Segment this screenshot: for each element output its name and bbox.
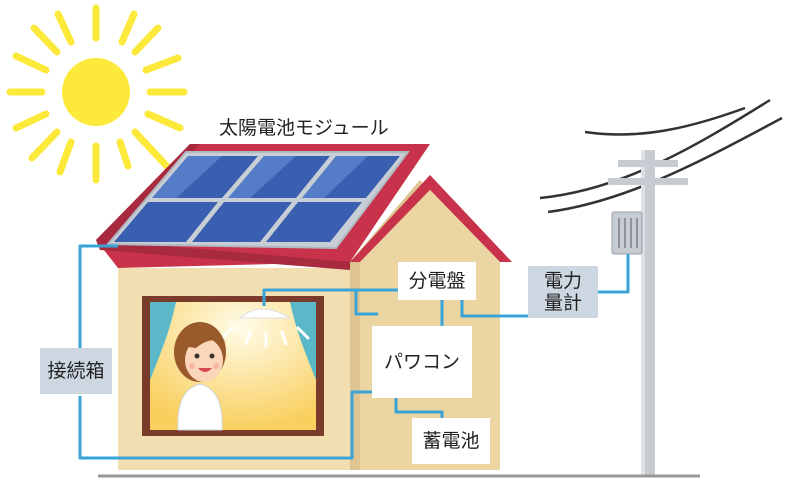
wire-pcs-to-battery [394, 398, 444, 418]
sun-rays [6, 4, 188, 184]
meter-label: 電力 量計 [528, 266, 598, 318]
meter-box-bg [528, 266, 598, 318]
curtain-left [150, 302, 176, 380]
meter-text-line1: 電力 [543, 269, 582, 292]
house-gable [350, 175, 512, 262]
sun [6, 4, 188, 184]
battery-text: 蓄電池 [422, 429, 480, 452]
utility-pole [608, 150, 688, 476]
lamp-icon [238, 308, 292, 319]
wire-board-to-meter [460, 300, 528, 318]
junction-box-text: 接続箱 [47, 359, 105, 382]
solar-panel-cell [114, 202, 218, 242]
pcs-box-bg [372, 326, 472, 398]
distribution-board-label: 分電盤 [398, 262, 476, 300]
power-conditioner-text: パワコン [383, 350, 460, 373]
power-conditioner-label: パワコン [372, 326, 472, 398]
junction-box-bg [40, 348, 112, 394]
wire-meter-to-pole [598, 254, 630, 294]
junction-box-label: 接続箱 [40, 348, 112, 394]
meter-text-line2: 量計 [543, 292, 582, 314]
solar-panel-cell [266, 202, 362, 242]
board-box-bg [398, 262, 476, 300]
window [142, 296, 324, 436]
battery-label: 蓄電池 [412, 418, 490, 464]
person-figure [174, 322, 226, 431]
module-label: 太陽電池モジュール [219, 117, 389, 139]
sun-disc [62, 58, 130, 126]
wire-panel-to-junction [78, 244, 118, 348]
lamp-rays [220, 326, 310, 348]
curtain-right [290, 302, 316, 380]
wire-junction-to-pcs [78, 390, 372, 460]
solar-panel-array [105, 151, 410, 250]
wiring [78, 244, 630, 460]
distribution-board-text: 分電盤 [408, 269, 466, 292]
solar-panel-cell [192, 202, 292, 242]
power-lines [539, 98, 783, 214]
battery-box-bg [412, 418, 490, 464]
